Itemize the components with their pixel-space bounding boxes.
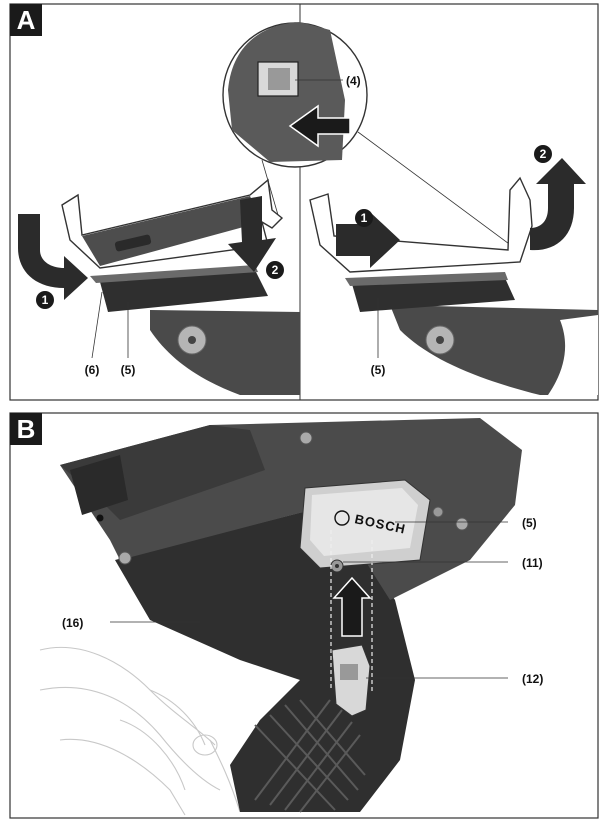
panel-b-letter: B [17,414,36,444]
panel-a-letter: A [17,5,36,35]
right-screw-center [436,336,444,344]
zoom-inset: (4) [222,22,521,253]
callout-5: (5) [522,516,537,530]
right-step-2-number: 2 [540,147,547,161]
corner-screw-left [118,551,132,565]
hand-outline [39,646,241,816]
screw-11-head [335,564,339,568]
left-holder-rail [100,270,268,312]
bosch-holder-inner [310,488,418,556]
zoom-push-arrow [288,104,351,148]
panel-a-letter-box [10,4,42,36]
left-callout-6: (6) [85,363,100,377]
holder-hole [96,514,104,522]
left-scene: 1 2 (6) (5) [18,178,300,395]
left-arrow-1 [18,214,88,300]
corner-screw-top [299,431,313,445]
right-step-1-number: 1 [361,211,368,225]
corner-screw-right [455,517,469,531]
right-holder-rail [352,278,515,312]
lock-insert [331,644,371,717]
right-callout-5: (5) [371,363,386,377]
right-holder-top [345,272,508,286]
panel-a: A 1 2 (6) (5) [9,3,599,401]
left-step-2-number: 2 [272,263,279,277]
left-screw-center [188,336,196,344]
insert-arrow [332,576,372,637]
left-arrow-2 [228,196,276,272]
left-leader-6 [91,291,103,359]
right-scene: 1 2 (5) [309,145,598,395]
corner-screw-mid [432,506,444,518]
right-bracket-cut [548,315,598,395]
lock-insert-tab [340,664,358,680]
panel-b-letter-box [10,413,42,445]
zoom-line-left [261,159,279,216]
right-arrow-1 [336,212,400,268]
left-callout-5: (5) [121,363,136,377]
callout-12: (12) [522,672,543,686]
right-step-1-badge [355,209,373,227]
callout-16: (16) [62,616,83,630]
left-step-1-number: 1 [42,293,49,307]
right-step-2-badge [534,145,552,163]
holder-grip [70,455,128,515]
panel-b: B [9,412,599,819]
mounting-plate [115,505,415,812]
left-display-button [114,234,152,252]
right-arrow-2 [530,158,586,251]
left-step-1-badge [36,291,54,309]
callout-11: (11) [522,556,543,570]
plate-grille [254,699,366,813]
left-step-2-badge [266,261,284,279]
zoom-callout-4: (4) [346,74,361,88]
zoom-lock-inner [268,68,290,90]
bosch-logo-icon [334,510,350,526]
zoom-line-right [357,131,521,253]
left-holder-top [90,265,258,283]
